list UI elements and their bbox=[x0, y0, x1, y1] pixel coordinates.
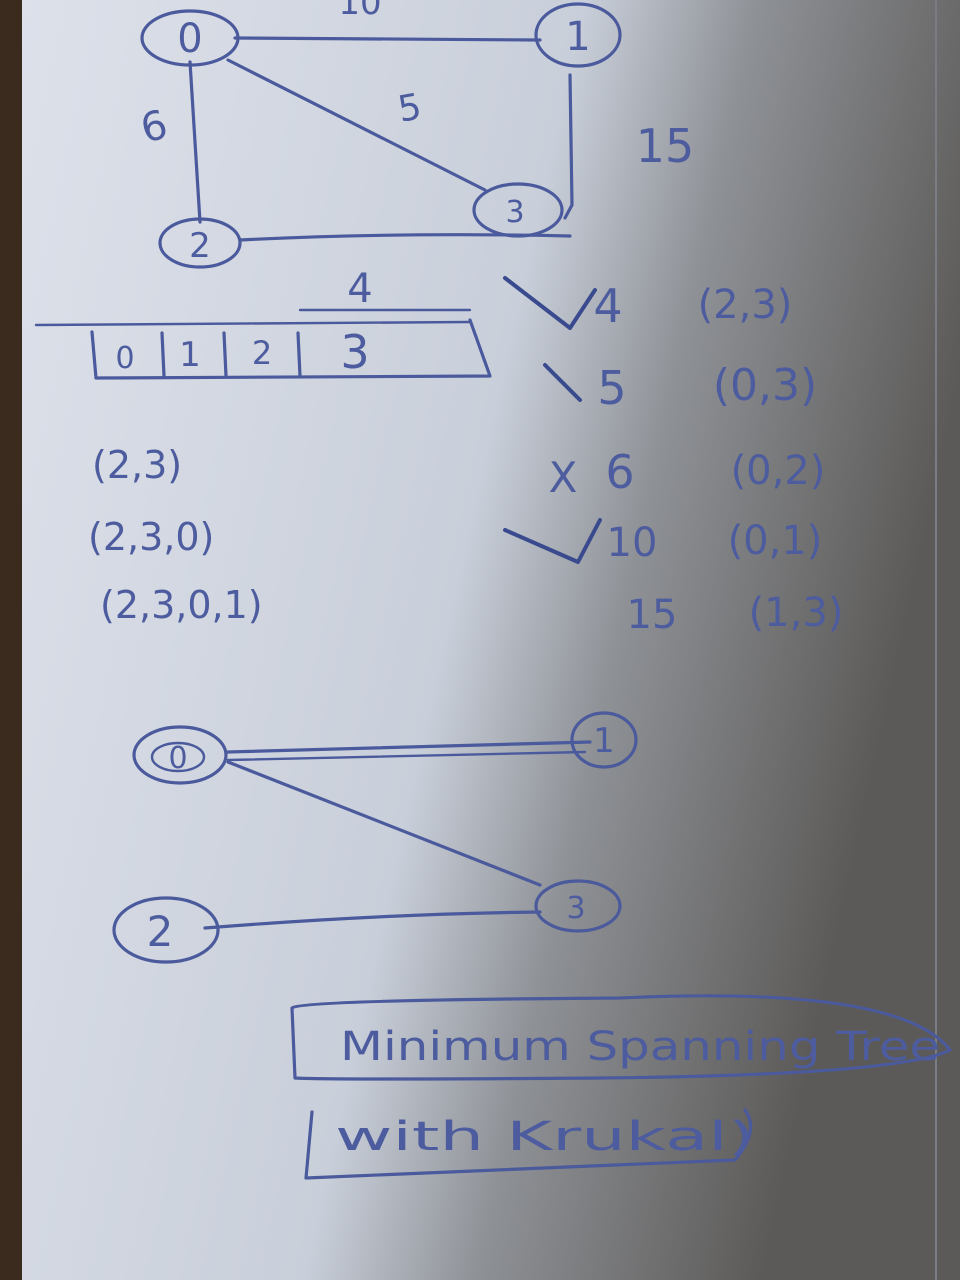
edge-1-3 bbox=[563, 73, 574, 220]
array-cell-2: 2 bbox=[252, 334, 272, 372]
parent-array: 0 1 2 3 4 bbox=[34, 266, 492, 380]
edge-weight: 6 bbox=[605, 445, 634, 499]
array-cell-1: 1 bbox=[179, 335, 201, 375]
array-above-label: 4 bbox=[347, 266, 372, 312]
array-cell-3: 3 bbox=[340, 325, 369, 379]
node-label: 2 bbox=[147, 907, 174, 956]
node-label: 2 bbox=[189, 226, 211, 266]
graph-bottom: 0 1 2 3 bbox=[112, 711, 638, 964]
edge-weight: 5 bbox=[597, 361, 626, 415]
edge-weight: 10 bbox=[607, 520, 658, 566]
edge-0-3 bbox=[226, 58, 487, 192]
edge-row: 5 (0,3) bbox=[543, 360, 817, 415]
edge-row: 10 (0,1) bbox=[503, 518, 823, 566]
edge-weight: 15 bbox=[627, 592, 678, 638]
paper-sheet bbox=[22, 0, 960, 1280]
check-mark bbox=[503, 518, 602, 564]
edge-pair: (0,1) bbox=[728, 518, 823, 564]
set-line: (2,3,0,1) bbox=[100, 583, 263, 627]
edge-row: X 6 (0,2) bbox=[549, 445, 826, 502]
mst-node-3: 3 bbox=[534, 879, 622, 933]
node-1: 1 bbox=[534, 2, 622, 68]
node-label: 3 bbox=[505, 195, 524, 230]
check-mark bbox=[503, 276, 597, 330]
edge-0-1 bbox=[233, 36, 542, 42]
mst-edge-2-3 bbox=[203, 910, 542, 930]
edge-row: 4 (2,3) bbox=[503, 276, 793, 333]
edge-pair: (1,3) bbox=[749, 590, 844, 636]
graph-top: 0 1 2 3 10 6 5 15 bbox=[136, 0, 695, 269]
component-sets: (2,3) (2,3,0) (2,3,0,1) bbox=[88, 443, 263, 627]
edge-pair: (0,2) bbox=[731, 448, 826, 494]
mst-node-0: 0 bbox=[132, 725, 228, 785]
node-label: 3 bbox=[566, 891, 585, 926]
edge-weight-0-1: 10 bbox=[338, 0, 381, 23]
mst-edge-0-3 bbox=[226, 760, 542, 887]
edge-0-2 bbox=[188, 60, 202, 224]
node-label: 1 bbox=[565, 14, 590, 60]
caption-box-bottom bbox=[304, 1108, 753, 1180]
caption-box-top bbox=[290, 994, 952, 1081]
sorted-edge-list: 4 (2,3) 5 (0,3) X 6 (0,2) 10 (0,1) 15 (1… bbox=[503, 276, 844, 638]
node-3: 3 bbox=[472, 182, 564, 238]
node-0: 0 bbox=[140, 9, 240, 67]
node-label: 0 bbox=[177, 16, 202, 62]
edge-pair: (0,3) bbox=[713, 360, 817, 411]
caption-line-1: Minimum Spanning Tree bbox=[340, 1024, 940, 1070]
check-mark bbox=[543, 363, 582, 402]
edge-weight-1-3: 15 bbox=[636, 119, 695, 173]
mst-edge-0-1 bbox=[226, 740, 592, 754]
edge-weight: 4 bbox=[593, 279, 622, 333]
array-cell-0: 0 bbox=[115, 341, 134, 376]
edge-pair: (2,3) bbox=[698, 282, 793, 328]
set-line: (2,3) bbox=[92, 443, 182, 487]
node-2: 2 bbox=[158, 217, 242, 269]
set-line: (2,3,0) bbox=[88, 515, 214, 559]
mst-node-1: 1 bbox=[570, 711, 638, 769]
caption-line-2: with Krukal) bbox=[335, 1114, 755, 1160]
caption: Minimum Spanning Tree with Krukal) bbox=[290, 994, 952, 1180]
node-label: 0 bbox=[168, 741, 187, 776]
edge-row: 15 (1,3) bbox=[627, 590, 844, 638]
node-label: 1 bbox=[593, 721, 615, 761]
mst-node-2: 2 bbox=[112, 896, 220, 964]
reject-mark: X bbox=[549, 453, 578, 502]
